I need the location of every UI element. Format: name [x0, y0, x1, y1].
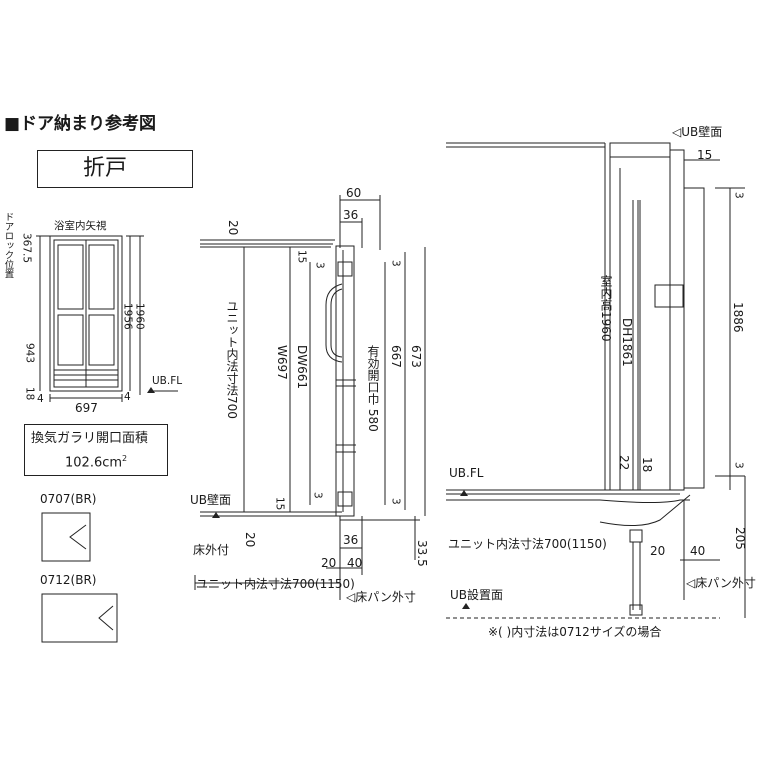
side-dim-22: 22 — [617, 455, 631, 471]
side-dh1861: DH1861 — [620, 318, 634, 367]
model-0707-label: 0707(BR) — [40, 492, 97, 506]
dim-18: 18 — [23, 387, 36, 401]
side-dim-40: 40 — [690, 544, 706, 558]
sec-unit-inner-bottom: ユニット内法寸法700(1150) — [196, 577, 355, 591]
side-note: ※( )内寸法は0712サイズの場合 — [488, 625, 662, 639]
model-0707-shape — [41, 512, 91, 562]
dim-367-5: 367.5 — [20, 233, 33, 264]
door-type-label: 折戸 — [83, 156, 128, 181]
door-lock-label: ドアロック位置 — [2, 212, 14, 279]
ubfl-label: UB.FL — [152, 375, 183, 387]
dim-4-right: 4 — [124, 391, 131, 403]
side-unit-inner: ユニット内法寸法700(1150) — [448, 537, 607, 551]
side-ub-install: UB設置面 — [450, 588, 504, 602]
sec-dim-36a: 36 — [343, 208, 359, 222]
side-ubfl: UB.FL — [449, 466, 484, 480]
side-dim-1886: 1886 — [731, 302, 745, 333]
sec-floor-out: 床外付 — [193, 543, 230, 557]
side-dim-205: 205 — [733, 527, 747, 550]
sec-dim-3b: 3 — [389, 260, 402, 267]
dim-4-left: 4 — [37, 393, 44, 405]
sec-dim-3a: 3 — [313, 262, 326, 269]
dim-697: 697 — [75, 401, 98, 415]
model-0712-label: 0712(BR) — [40, 573, 97, 587]
door-type-box: 折戸 — [37, 150, 193, 188]
sec-dim-20b: 20 — [243, 532, 257, 548]
vent-label: 換気ガラリ開口面積 — [31, 431, 149, 446]
sec-unit-inner: ユニット内法寸法700 — [225, 300, 239, 419]
sec-dim-40: 40 — [347, 556, 363, 570]
sec-pan-out: ◁床パン外寸 — [346, 590, 416, 604]
sec-dim-20c: 20 — [321, 556, 337, 570]
sec-dim-20a: 20 — [226, 220, 240, 236]
vent-box: 換気ガラリ開口面積 102.6cm2 — [24, 424, 168, 476]
front-view-caption: 浴室内矢視 — [54, 220, 107, 232]
dim-1960: 1960 — [133, 303, 146, 330]
sec-dim-15a: 15 — [295, 250, 308, 264]
side-pan-out: ◁床パン外寸 — [686, 576, 756, 590]
sec-effective: 有効開口巾 580 — [366, 345, 380, 432]
sec-ub-wall: UB壁面 — [190, 493, 232, 507]
sec-dw661: DW661 — [295, 345, 309, 390]
side-room-height: 室内高1960 — [599, 275, 613, 342]
side-ub-wall: ◁UB壁面 — [672, 125, 723, 139]
sec-dim-36b: 36 — [343, 533, 359, 547]
sec-dim-3d: 3 — [389, 498, 402, 505]
page-title: ■ドア納まり参考図 — [4, 114, 157, 134]
sec-dim-33-5: 33.5 — [415, 540, 429, 567]
sec-dim-673: 673 — [409, 345, 423, 368]
sec-dim-3c: 3 — [311, 492, 324, 499]
sec-dim-15b: 15 — [273, 497, 286, 511]
front-door-frame — [49, 235, 123, 392]
side-dim-3b: 3 — [732, 462, 745, 469]
vent-value: 102.6cm2 — [65, 454, 128, 471]
dim-1956: 1956 — [121, 303, 134, 330]
model-0712-shape — [41, 593, 118, 643]
side-dim-3a: 3 — [732, 192, 745, 199]
dim-943: 943 — [23, 343, 36, 364]
sec-dim-60: 60 — [346, 186, 362, 200]
sec-dim-667: 667 — [389, 345, 403, 368]
side-dim-18: 18 — [640, 457, 654, 473]
side-dim-20: 20 — [650, 544, 666, 558]
side-dim-15: 15 — [697, 148, 713, 162]
sec-w697: W697 — [275, 345, 289, 380]
